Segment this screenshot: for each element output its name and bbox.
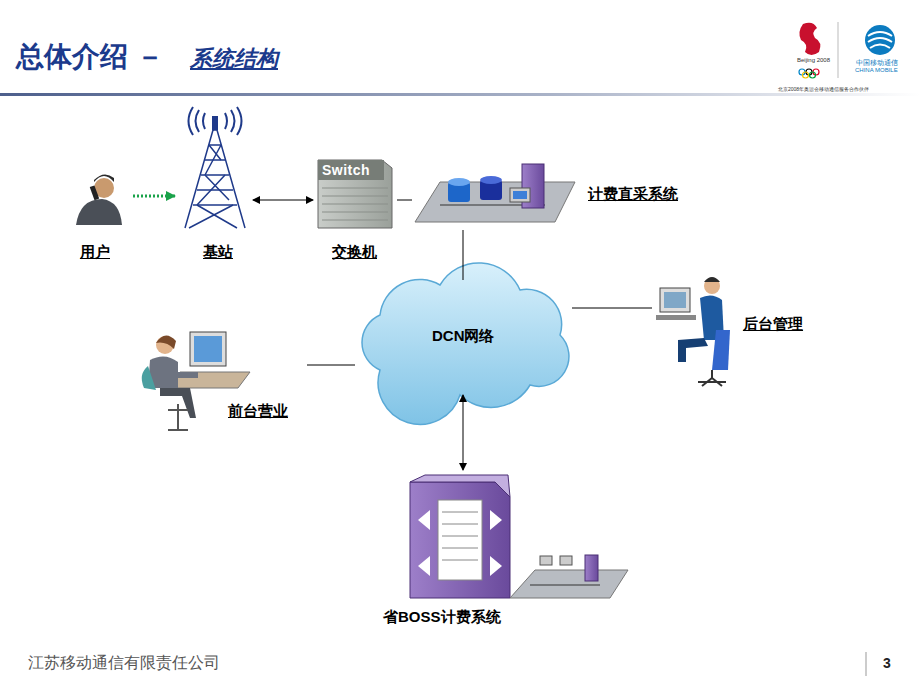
- node-label: DCN网络: [432, 327, 495, 346]
- slide-title: 总体介绍 －: [16, 38, 164, 76]
- connector: [463, 395, 464, 470]
- node-group: DCN网络: [355, 280, 572, 395]
- connector: [397, 200, 412, 201]
- node-label: 后台管理: [743, 315, 803, 334]
- node-group: 用户: [65, 168, 133, 266]
- signal-arrow: [133, 195, 175, 198]
- logo-text: CHINA MOBILE: [855, 67, 898, 73]
- logo-text: Beijing 2008: [797, 57, 830, 63]
- device-label: Switch: [322, 162, 370, 178]
- connector: [307, 365, 355, 366]
- node-group: Switch 交换机: [313, 155, 397, 266]
- node-group: 基站: [175, 100, 253, 266]
- tagline: 北京2008年奥运会移动通信服务合作伙伴: [778, 86, 869, 92]
- subtitle: 系统结构: [190, 44, 278, 74]
- connector: [253, 200, 313, 201]
- node-group: 省BOSS计费系统: [378, 470, 630, 632]
- connector: [463, 230, 464, 280]
- footer-company: 江苏移动通信有限责任公司: [28, 653, 220, 674]
- node-group: 计费直采系统: [412, 160, 702, 230]
- node-label: 计费直采系统: [588, 185, 678, 204]
- node-label: 交换机: [332, 243, 377, 262]
- node-label: 用户: [80, 243, 110, 262]
- node-group: 后台管理: [652, 276, 822, 388]
- logo-text: 中国移动通信: [856, 58, 898, 68]
- page-number: 3: [883, 655, 891, 671]
- node-label: 基站: [203, 243, 233, 262]
- node-label: 前台营业: [228, 402, 288, 421]
- connector: [572, 308, 652, 309]
- node-label: 省BOSS计费系统: [383, 608, 501, 627]
- node-group: 前台营业: [142, 328, 307, 432]
